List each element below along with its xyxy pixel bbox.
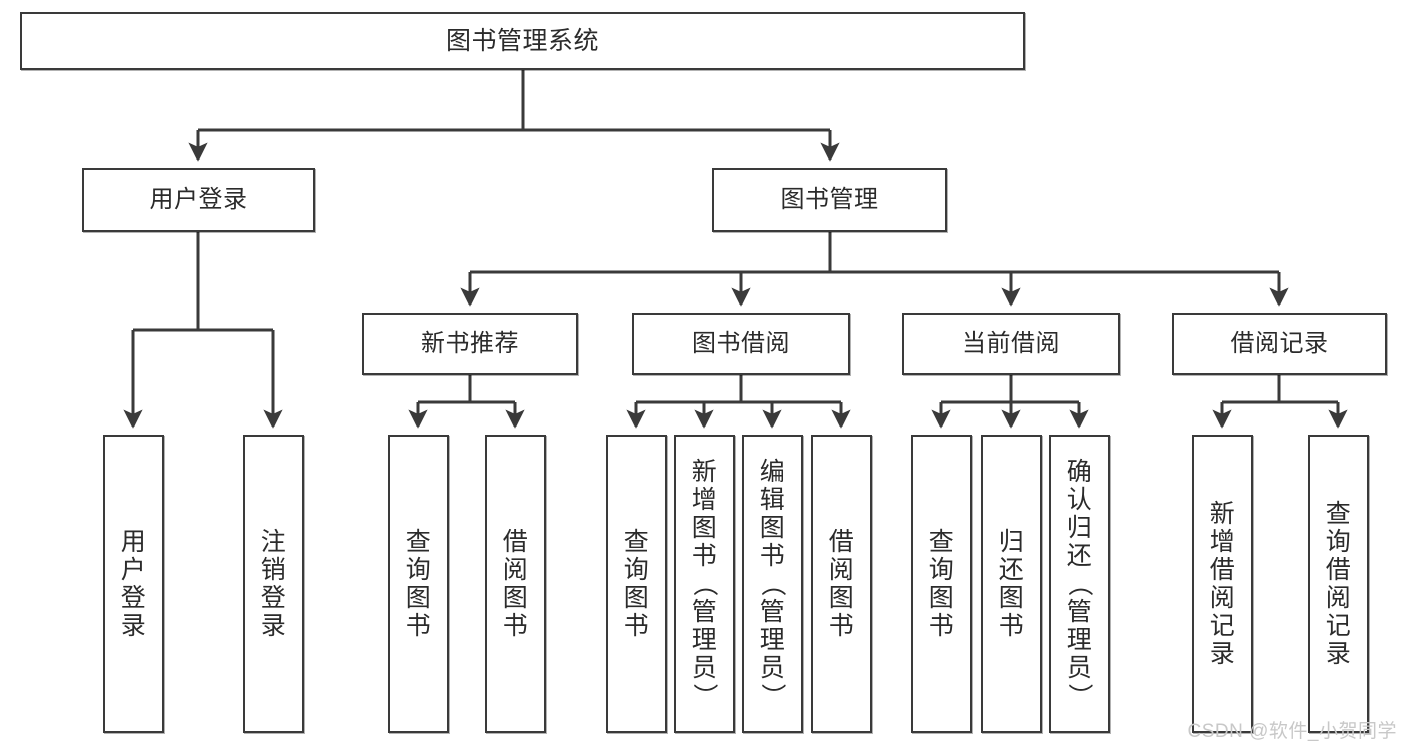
leaf-logout-label: 注销登录	[260, 528, 287, 640]
leaf-confirm-return[interactable]: 确认归还（管理员）	[1049, 435, 1110, 733]
leaf-user-login[interactable]: 用户登录	[103, 435, 164, 733]
leaf-confirm-return-label: 确认归还（管理员）	[1065, 458, 1094, 709]
node-root[interactable]: 图书管理系统	[20, 12, 1025, 70]
leaf-add-record-label: 新增借阅记录	[1209, 500, 1236, 668]
leaf-query-book-1[interactable]: 查询图书	[388, 435, 449, 733]
node-new-book-recommend[interactable]: 新书推荐	[362, 313, 578, 375]
leaf-query-book-3[interactable]: 查询图书	[911, 435, 972, 733]
node-root-label: 图书管理系统	[445, 26, 599, 55]
node-borrow-record-label: 借阅记录	[1230, 330, 1329, 358]
leaf-edit-book-label: 编辑图书（管理员）	[758, 458, 787, 709]
leaf-add-book-label: 新增图书（管理员）	[690, 458, 719, 709]
leaf-query-book-1-label: 查询图书	[405, 528, 432, 640]
leaf-query-book-2[interactable]: 查询图书	[606, 435, 667, 733]
leaf-add-record[interactable]: 新增借阅记录	[1192, 435, 1253, 733]
leaf-borrow-book-2-label: 借阅图书	[828, 528, 855, 640]
node-book-manage-label: 图书管理	[780, 186, 879, 214]
node-current-borrow-label: 当前借阅	[962, 330, 1060, 358]
node-user-login[interactable]: 用户登录	[82, 168, 315, 232]
leaf-borrow-book-1[interactable]: 借阅图书	[485, 435, 546, 733]
node-borrow-record[interactable]: 借阅记录	[1172, 313, 1387, 375]
leaf-logout[interactable]: 注销登录	[243, 435, 304, 733]
watermark: CSDN @软件_小贺同学	[1187, 721, 1397, 742]
leaf-borrow-book-2[interactable]: 借阅图书	[811, 435, 872, 733]
leaf-query-record[interactable]: 查询借阅记录	[1308, 435, 1369, 733]
node-book-borrow[interactable]: 图书借阅	[632, 313, 850, 375]
node-new-book-recommend-label: 新书推荐	[421, 330, 519, 358]
leaf-borrow-book-1-label: 借阅图书	[502, 528, 529, 640]
node-current-borrow[interactable]: 当前借阅	[902, 313, 1120, 375]
node-user-login-label: 用户登录	[149, 186, 248, 214]
leaf-return-book-label: 归还图书	[998, 528, 1025, 640]
leaf-return-book[interactable]: 归还图书	[981, 435, 1042, 733]
leaf-query-book-3-label: 查询图书	[928, 528, 955, 640]
leaf-add-book[interactable]: 新增图书（管理员）	[674, 435, 735, 733]
leaf-user-login-label: 用户登录	[120, 528, 147, 640]
leaf-edit-book[interactable]: 编辑图书（管理员）	[742, 435, 803, 733]
leaf-query-record-label: 查询借阅记录	[1325, 500, 1352, 668]
leaf-query-book-2-label: 查询图书	[623, 528, 650, 640]
node-book-borrow-label: 图书借阅	[692, 330, 790, 358]
node-book-manage[interactable]: 图书管理	[712, 168, 947, 232]
